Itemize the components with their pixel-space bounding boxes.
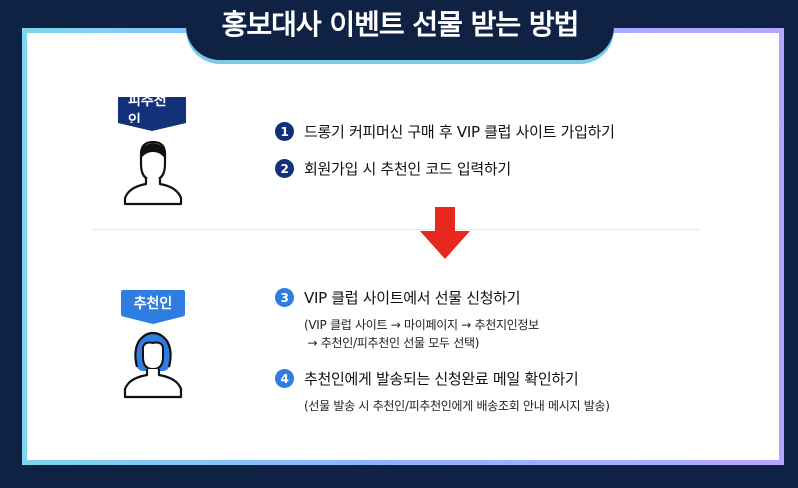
step-number: 3	[275, 288, 294, 307]
step-number: 4	[275, 369, 294, 388]
role-badge-label: 추천인	[133, 296, 173, 312]
page-title: 홍보대사 이벤트 선물 받는 방법	[221, 8, 580, 41]
step-4: 4 추천인에게 발송되는 신청완료 메일 확인하기	[275, 368, 579, 389]
step-text: 드롱기 커피머신 구매 후 VIP 클럽 사이트 가입하기	[304, 123, 615, 141]
role-badge-referrer: 추천인	[121, 290, 185, 324]
step-number: 1	[275, 122, 294, 141]
step-text: 회원가입 시 추천인 코드 입력하기	[304, 160, 511, 178]
arrow-down-icon	[420, 207, 470, 263]
step-number: 2	[275, 159, 294, 178]
person-outline-icon	[121, 140, 185, 210]
title-tab: 홍보대사 이벤트 선물 받는 방법	[186, 0, 614, 60]
person-female-outline-icon	[121, 331, 185, 403]
role-badge-referee: 피추천인	[118, 93, 186, 131]
note-line: → 추천인/피추천인 선물 모두 선택)	[304, 336, 480, 350]
step-2: 2 회원가입 시 추천인 코드 입력하기	[275, 158, 511, 179]
step-3: 3 VIP 클럽 사이트에서 선물 신청하기	[275, 287, 521, 308]
note-line: (VIP 클럽 사이트 → 마이페이지 → 추천지인정보	[304, 318, 539, 332]
step-4-note: (선물 발송 시 추천인/피추천인에게 배송조회 안내 메시지 발송)	[304, 397, 610, 415]
role-badge-label: 피추천인	[128, 93, 167, 129]
step-1: 1 드롱기 커피머신 구매 후 VIP 클럽 사이트 가입하기	[275, 121, 615, 142]
step-3-note: (VIP 클럽 사이트 → 마이페이지 → 추천지인정보 → 추천인/피추천인 …	[304, 316, 539, 352]
step-text: VIP 클럽 사이트에서 선물 신청하기	[304, 289, 521, 307]
section-divider	[92, 229, 700, 230]
note-line: (선물 발송 시 추천인/피추천인에게 배송조회 안내 메시지 발송)	[304, 399, 610, 413]
step-text: 추천인에게 발송되는 신청완료 메일 확인하기	[304, 370, 579, 388]
